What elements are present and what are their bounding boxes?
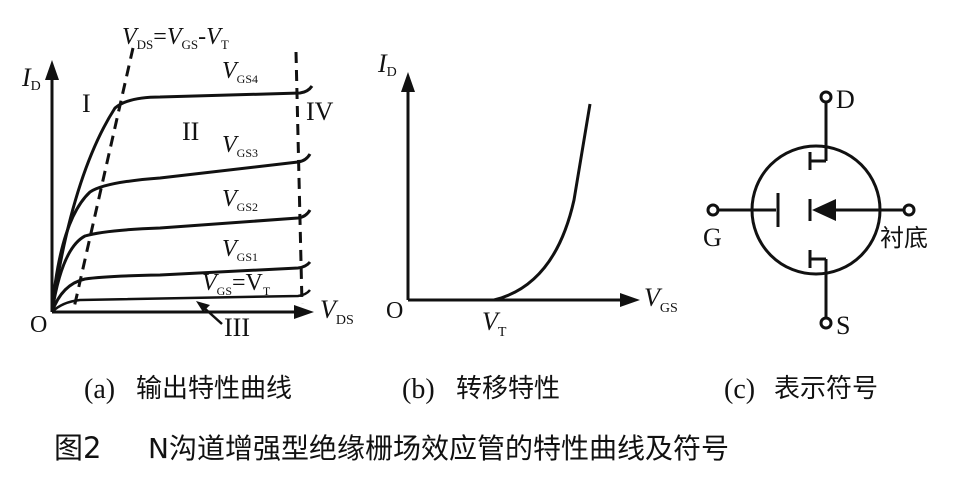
region-3-pointer-arrow-icon [196, 301, 210, 312]
caption-c-text: 表示符号 [774, 374, 878, 404]
panel-b-y-label-sub: D [387, 65, 397, 80]
breakdown-boundary [294, 51, 304, 305]
panel-a-output-characteristics: ID VDS O VDS=VGS-VT I II III IV VGS4 VGS… [21, 24, 354, 342]
caption-b-letter: (b) [402, 374, 435, 405]
substrate-arrow-icon [812, 199, 836, 221]
curve-label-vgs-threshold: VGS=VT [202, 270, 271, 298]
threshold-label-sub: T [498, 325, 507, 340]
substrate-label: 衬底 [880, 224, 928, 252]
transfer-curve [493, 103, 592, 302]
gate-terminal [706, 203, 720, 217]
gate-label: G [703, 223, 722, 252]
curve-label-vgs2: VGS2 [222, 186, 258, 214]
threshold-label: V [482, 307, 501, 336]
panel-b-transfer-characteristic: ID VGS O VT [377, 49, 678, 340]
panel-a-y-label: I [21, 63, 32, 92]
svg-text:ID: ID [21, 63, 41, 94]
curve-label-vgs1: VGS1 [222, 236, 258, 264]
panel-c-mosfet-symbol [706, 90, 916, 330]
figure-number: 图2 [54, 431, 101, 465]
curve-label-vgs3: VGS3 [222, 132, 258, 160]
curve-label-vgs4: VGS4 [222, 58, 258, 86]
boundary-equation-label: VDS=VGS-VT [122, 24, 229, 52]
curve-vgs-threshold [51, 289, 311, 313]
region-4-label: IV [306, 97, 334, 126]
curve-vgs2 [50, 209, 312, 313]
panel-a-x-label: V [320, 295, 339, 324]
drain-label: D [836, 85, 855, 114]
panel-b-x-label: V [644, 283, 663, 312]
caption-b-text: 转移特性 [456, 374, 560, 404]
panel-b-origin-label: O [386, 298, 403, 324]
panel-b-x-label-sub: GS [660, 301, 678, 316]
boundary-vds-eq-vgs-minus-vt [72, 47, 135, 309]
source-terminal [819, 316, 833, 330]
drain-terminal [819, 90, 833, 104]
region-1-label: I [82, 89, 91, 118]
caption-a-text: 输出特性曲线 [136, 374, 292, 404]
panel-a-y-arrow-icon [45, 60, 59, 80]
panel-a-origin-label: O [30, 312, 47, 338]
figure-title: N沟道增强型绝缘栅场效应管的特性曲线及符号 [148, 432, 729, 465]
svg-text:ID: ID [377, 49, 397, 80]
svg-text:VDS: VDS [320, 295, 354, 328]
curve-vgs3 [50, 153, 312, 313]
source-label: S [836, 311, 850, 340]
region-3-label: III [224, 313, 250, 342]
panel-a-y-label-sub: D [31, 79, 41, 94]
curve-vgs1 [50, 261, 312, 313]
panel-a-x-label-sub: DS [336, 313, 354, 328]
panel-a-x-arrow-icon [294, 305, 314, 319]
region-2-label: II [182, 117, 199, 146]
caption-c-letter: (c) [724, 374, 755, 405]
panel-b-x-arrow-icon [620, 293, 640, 307]
panel-b-y-arrow-icon [401, 72, 415, 92]
panel-b-y-label: I [377, 49, 388, 78]
caption-a-letter: (a) [84, 374, 115, 405]
svg-text:VGS: VGS [644, 283, 678, 316]
svg-text:VT: VT [482, 307, 507, 340]
substrate-terminal [902, 203, 916, 217]
